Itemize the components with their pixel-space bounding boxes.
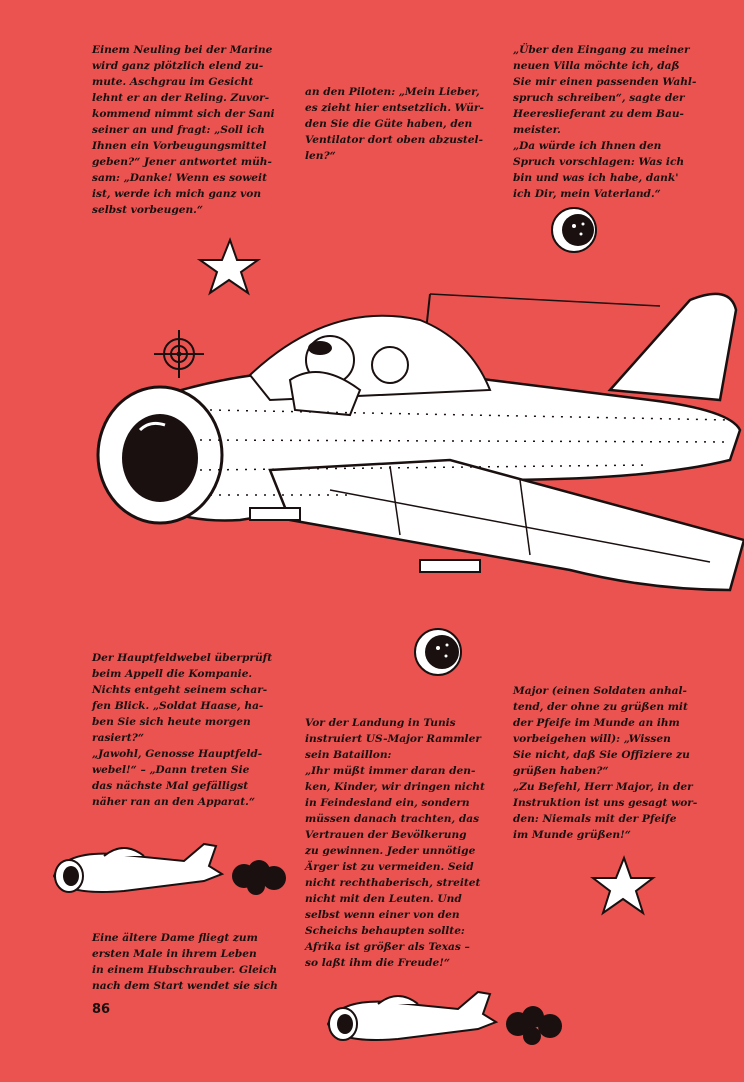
joke-villa: „Über den Eingang zu meiner neuen Villa …: [513, 44, 697, 200]
planet-icon: [414, 628, 462, 676]
planet-icon: [551, 207, 597, 253]
joke-pilot-continuation: an den Piloten: „Mein Lieber, es zieht h…: [305, 86, 484, 162]
joke-tunis: Vor der Landung in Tunis instruiert US-M…: [305, 717, 485, 969]
joke-marine: Einem Neuling bei der Marine wird ganz p…: [92, 44, 275, 216]
star-icon: [590, 855, 656, 916]
small-jet-icon: [52, 842, 286, 895]
page-number: 86: [92, 1002, 111, 1017]
joke-dame: Eine ältere Dame fliegt zum ersten Male …: [92, 932, 278, 992]
crosshair-icon: [154, 330, 204, 378]
joke-major: Major (einen Soldaten anhal- tend, der o…: [513, 685, 698, 841]
jet-plane-illustration: [96, 292, 744, 592]
joke-hauptfeldwebel: Der Hauptfeldwebel überprüft beim Appell…: [92, 652, 273, 808]
star-icon: [196, 237, 262, 296]
small-jet-icon: [326, 990, 562, 1045]
